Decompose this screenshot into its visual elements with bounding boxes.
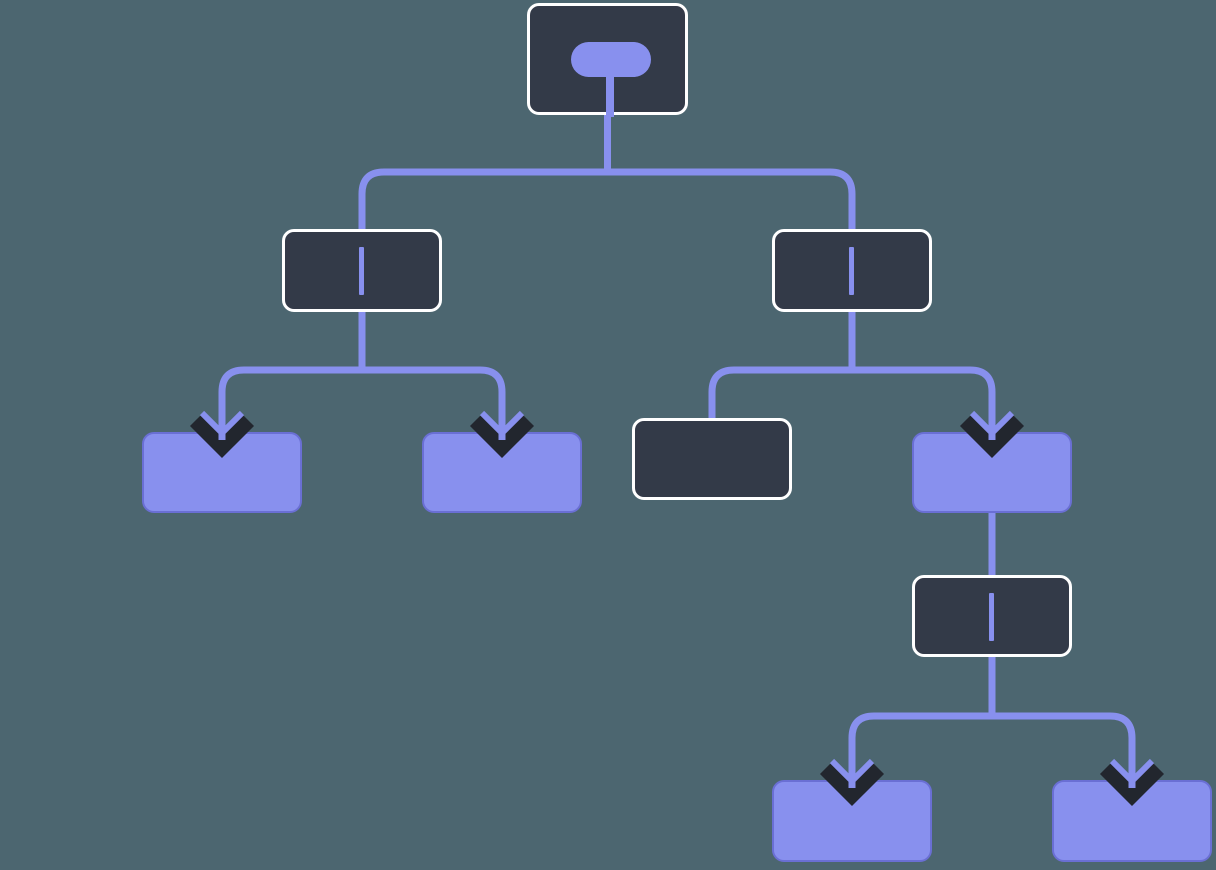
node-left-left[interactable] (142, 432, 302, 513)
node-right-left[interactable] (632, 418, 792, 500)
root-stem-shape (606, 70, 614, 117)
node-bottom-left[interactable] (772, 780, 932, 862)
node-right-right-child-inner-line (989, 593, 994, 641)
node-right-right[interactable] (912, 432, 1072, 513)
node-left-inner-line (359, 247, 364, 295)
node-left-right[interactable] (422, 432, 582, 513)
node-root[interactable] (527, 3, 688, 117)
node-right-inner-line (849, 247, 854, 295)
node-bottom-right[interactable] (1052, 780, 1212, 862)
